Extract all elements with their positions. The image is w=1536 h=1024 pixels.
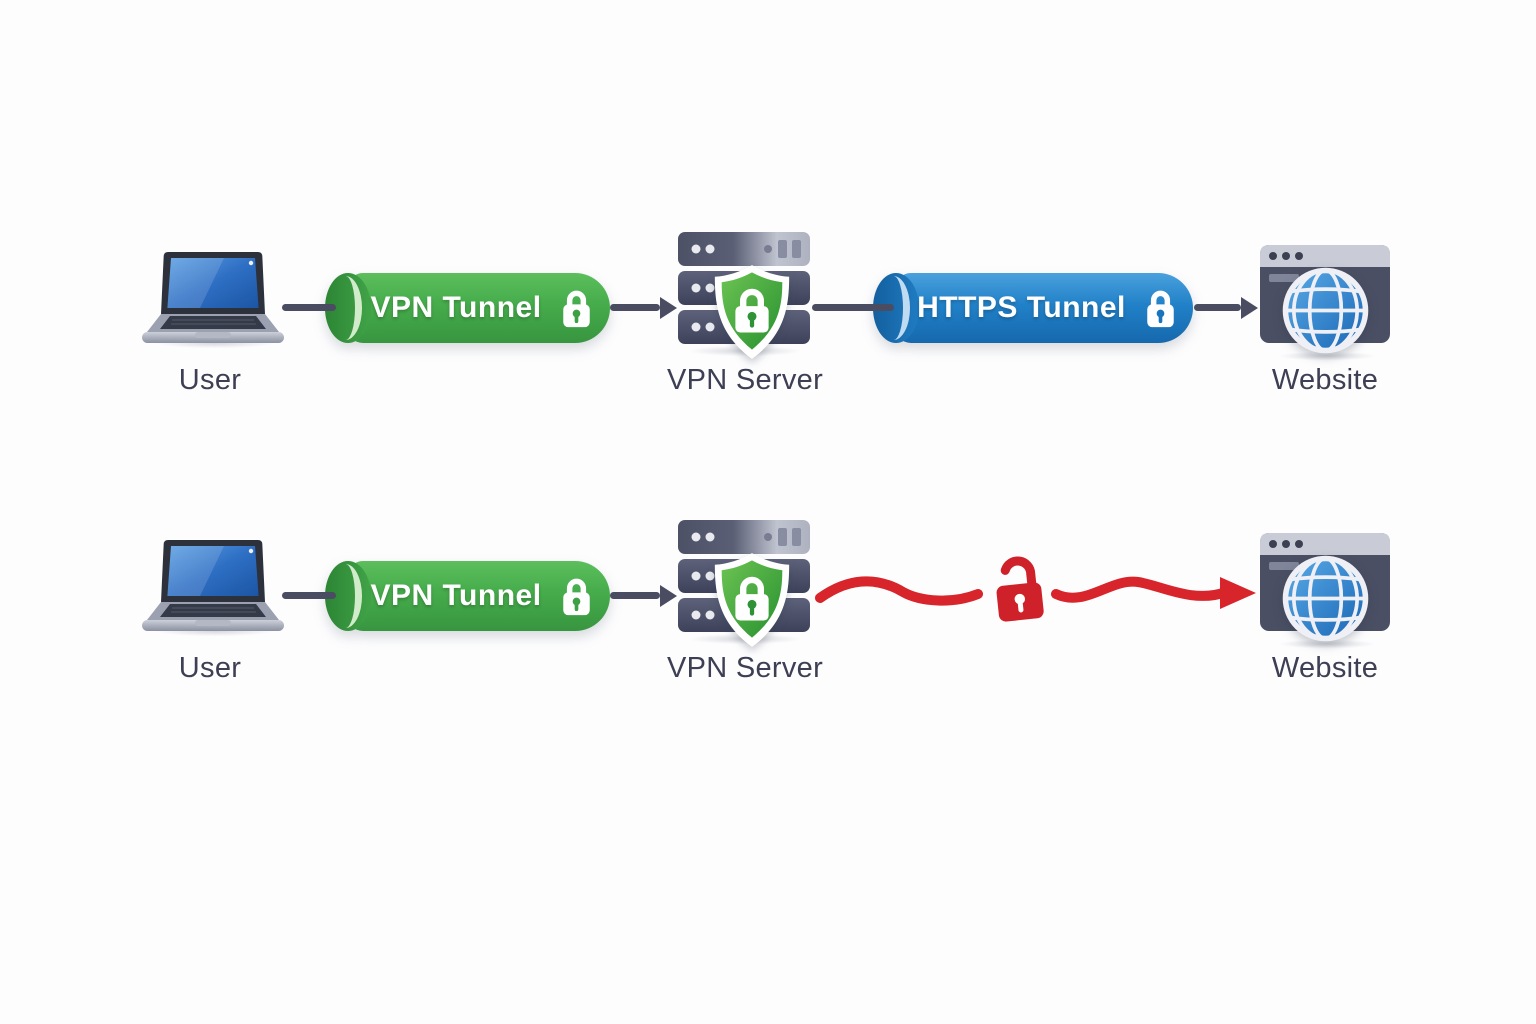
https-tunnel-capsule: HTTPS Tunnel (873, 273, 1193, 343)
user-label: User (178, 652, 242, 684)
connector-line (282, 592, 336, 599)
user-laptop-icon (138, 250, 288, 346)
website-shadow (1262, 350, 1392, 362)
website-label: Website (1271, 364, 1379, 396)
tunnel-content: HTTPS Tunnel (873, 273, 1193, 343)
connector-line (812, 304, 894, 311)
vpn-server-label: VPN Server (666, 652, 824, 684)
closed-padlock-icon (558, 287, 595, 329)
website-shadow (1262, 638, 1392, 650)
globe-icon (1279, 264, 1372, 357)
globe-icon (1279, 552, 1372, 645)
open-padlock-icon (996, 556, 1044, 622)
tunnel-content: VPN Tunnel (325, 561, 610, 631)
red-arrowhead (1220, 577, 1256, 609)
vpn-tunnel-label: VPN Tunnel (370, 291, 542, 324)
unencrypted-wavy-arrow (815, 556, 1256, 622)
vpn-tunnel-capsule: VPN Tunnel (325, 273, 610, 343)
user-label: User (178, 364, 242, 396)
tunnel-cap (325, 561, 371, 631)
connector-arrow (610, 304, 660, 311)
connector-arrow (610, 592, 660, 599)
connector-arrow (1194, 304, 1241, 311)
vpn-server-label: VPN Server (666, 364, 824, 396)
shield-lock-icon (708, 551, 796, 649)
tunnel-body (895, 273, 1193, 343)
user-laptop-icon (138, 538, 288, 634)
connector-line (282, 304, 336, 311)
vpn-tunnel-label: VPN Tunnel (370, 579, 542, 612)
https-tunnel-label: HTTPS Tunnel (917, 291, 1126, 324)
tunnel-content: VPN Tunnel (325, 273, 610, 343)
shield-lock-icon (708, 263, 796, 361)
website-label: Website (1271, 652, 1379, 684)
vpn-tunnel-capsule: VPN Tunnel (325, 561, 610, 631)
closed-padlock-icon (558, 575, 595, 617)
closed-padlock-icon (1142, 287, 1179, 329)
